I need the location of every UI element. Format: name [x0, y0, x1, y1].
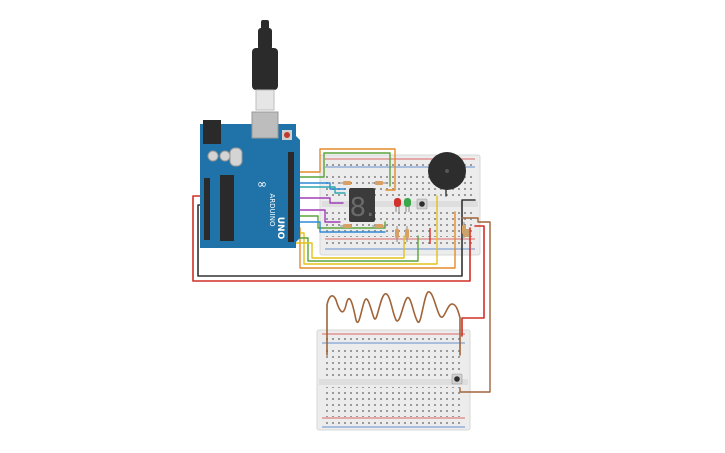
usb-cable[interactable]: [252, 20, 278, 111]
arduino-logo-icon: ∞: [257, 177, 267, 191]
wire-yellow-2: [294, 235, 405, 259]
microcontroller-chip: [220, 175, 234, 241]
reset-button[interactable]: [282, 130, 292, 140]
wire-blue: [294, 182, 346, 190]
led-green[interactable]: [404, 198, 411, 212]
piezo-buzzer[interactable]: [428, 152, 466, 190]
wire-brown: [459, 217, 491, 393]
wire-teal: [294, 186, 346, 194]
resistor[interactable]: [340, 181, 352, 185]
wire-green-3: [294, 235, 419, 262]
wire-black-ground: [197, 199, 476, 277]
wire-red-power: [192, 195, 471, 282]
digital-header[interactable]: [288, 152, 294, 242]
wire-purple: [294, 197, 344, 204]
wire-brown-squiggle: [326, 291, 461, 356]
resistor[interactable]: [372, 224, 386, 228]
crystal: [229, 147, 243, 167]
arduino-brand-label: ARDUINO: [268, 194, 276, 227]
wire-green: [294, 152, 391, 187]
wires: [192, 148, 491, 393]
resistor[interactable]: [340, 224, 352, 228]
resistor[interactable]: [372, 181, 386, 185]
wire-orange: [294, 148, 396, 191]
push-button-bottom[interactable]: [451, 373, 463, 385]
seven-segment-digit: 8.: [350, 193, 375, 223]
capacitor: [207, 150, 231, 162]
resistor[interactable]: [395, 226, 399, 242]
push-button-top[interactable]: [416, 198, 428, 210]
arduino-uno-board[interactable]: ∞ ARDUINO UNO: [200, 111, 300, 248]
usb-port: [251, 111, 279, 139]
power-analog-header[interactable]: [204, 178, 210, 240]
small-component[interactable]: [463, 229, 469, 237]
power-jack: [203, 120, 221, 144]
wire-red-down: [461, 225, 485, 337]
seven-segment-display[interactable]: 8.: [349, 188, 375, 223]
resistor[interactable]: [405, 226, 409, 242]
arduino-model-label: UNO: [275, 217, 285, 240]
wire-yellow: [294, 195, 438, 265]
led-red[interactable]: [394, 198, 401, 212]
breadboard-bottom[interactable]: [316, 329, 471, 431]
wire-blue-2: [294, 221, 386, 233]
wire-purple-2: [294, 209, 341, 223]
